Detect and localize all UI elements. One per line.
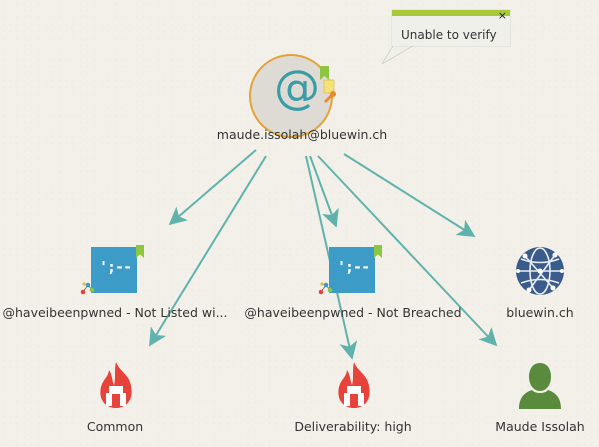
- email-decoration-icon: [320, 66, 336, 103]
- edge-to-person: [317, 155, 498, 347]
- tooltip-tail: [381, 44, 416, 65]
- node-label: Maude Issolah: [495, 419, 585, 434]
- haveibeenpwned-icon: ';--: [329, 247, 375, 293]
- transform-icon: [80, 282, 95, 295]
- root-node-circle[interactable]: [249, 54, 333, 138]
- edge-to-hibp-not-breached: [309, 155, 339, 228]
- bookmark-icon: [374, 245, 382, 258]
- globe-icon: [516, 247, 564, 295]
- node-label: bluewin.ch: [506, 305, 574, 320]
- close-icon[interactable]: ×: [497, 9, 507, 22]
- person-icon: [519, 363, 561, 409]
- transform-icon: [318, 282, 333, 295]
- bookmark-icon: [136, 245, 144, 258]
- verification-tooltip: × Unable to verify: [392, 9, 510, 46]
- node-label: Common: [86, 419, 144, 434]
- fire-icon: [338, 362, 370, 408]
- edge-to-hibp-not-listed: [168, 149, 257, 226]
- node-label: @haveibeenpwned - Not Breached: [244, 305, 462, 320]
- root-node-label: maude.issolah@bluewin.ch: [216, 127, 388, 142]
- fire-icon: [100, 362, 132, 408]
- haveibeenpwned-icon: ';--: [91, 247, 137, 293]
- node-label: @haveibeenpwned - Not Listed wi...: [2, 305, 228, 320]
- tooltip-text: Unable to verify: [401, 28, 497, 42]
- at-sign-icon: @: [274, 60, 320, 114]
- node-label: Deliverability: high: [294, 419, 412, 434]
- edge-to-common: [149, 155, 267, 347]
- edge-to-domain: [343, 153, 476, 237]
